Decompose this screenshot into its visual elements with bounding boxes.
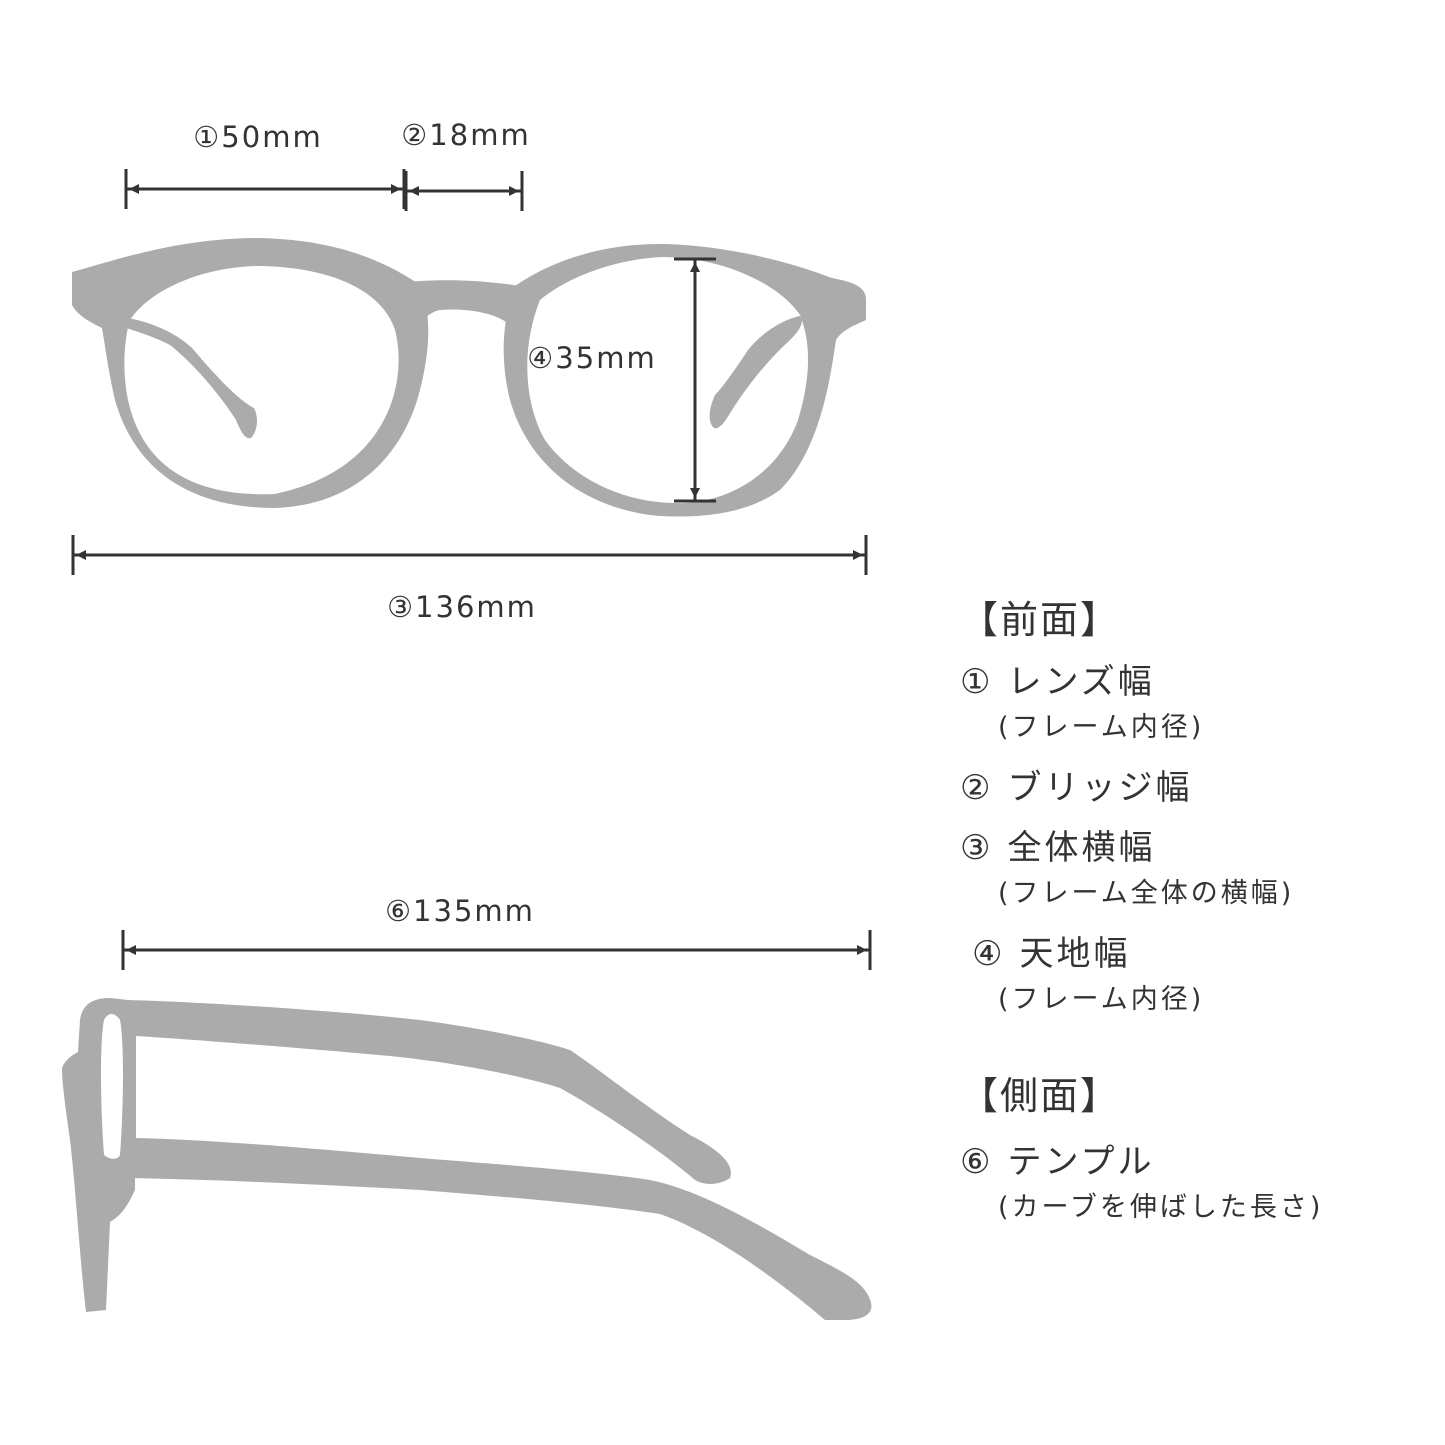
item-note: (フレーム内径) (998, 712, 1205, 743)
side-front-rim (62, 998, 136, 1312)
bridge-width-dim-arrow-end (509, 186, 519, 196)
temple-length-label: ⑥135mm (385, 894, 535, 928)
temple-length-dim-arrow-start (126, 945, 136, 955)
left-temple-inner (120, 318, 258, 439)
item-label: テンプル (1007, 1142, 1155, 1182)
legend-item-lens-height: ④ 天地幅 (フレーム内径) (960, 928, 1430, 1020)
temple-length-dim-arrow-end (857, 945, 867, 955)
lens-width-dim-arrow-start (129, 184, 139, 194)
side-section: 【側面】 ⑥ テンプル (カーブを伸ばした長さ) (960, 1066, 1430, 1228)
left-rim (72, 238, 429, 508)
front-view-glasses (72, 238, 866, 517)
item-note: (フレーム内径) (998, 984, 1205, 1015)
lens-height-dim-arrow-start (690, 262, 700, 272)
item-label: レンズ幅 (1007, 662, 1155, 702)
item-number: ③ (960, 828, 994, 868)
legend: 【前面】 ① レンズ幅 (フレーム内径) ② ブリッジ幅 ③ 全体横幅 (フレーム全体… (960, 590, 1430, 1228)
item-label: 全体横幅 (1007, 828, 1156, 868)
right-rim (503, 243, 866, 517)
lens-height-dim-arrow-end (690, 488, 700, 498)
legend-item-total-width: ③ 全体横幅 (フレーム全体の横幅) (960, 822, 1430, 914)
total-width-dim-arrow-end (853, 550, 863, 560)
item-label: ブリッジ幅 (1007, 768, 1193, 808)
lens-width-label: ①50mm (193, 120, 322, 154)
lens-height-label: ④35mm (527, 341, 656, 375)
right-temple-inner (709, 316, 802, 429)
item-number: ④ (972, 934, 1006, 974)
total-width-dim-arrow-start (76, 550, 86, 560)
item-note: (カーブを伸ばした長さ) (998, 1192, 1324, 1223)
lens-width-dim-arrow-end (391, 184, 401, 194)
front-section-title: 【前面】 (960, 598, 1121, 642)
side-section-title: 【側面】 (960, 1074, 1121, 1118)
total-width-label: ③136mm (387, 590, 537, 624)
bridge (405, 280, 520, 325)
item-number: ② (960, 768, 994, 808)
bridge-width-label: ②18mm (401, 118, 530, 152)
item-number: ⑥ (960, 1142, 994, 1182)
legend-item-lens-width: ① レンズ幅 (フレーム内径) (960, 656, 1430, 748)
legend-item-bridge-width: ② ブリッジ幅 (960, 762, 1430, 814)
item-number: ① (960, 662, 994, 702)
dimension-lines (71, 169, 872, 970)
side-view-glasses (62, 998, 872, 1320)
side-temple-arm (128, 1000, 872, 1320)
front-section: 【前面】 ① レンズ幅 (フレーム内径) ② ブリッジ幅 ③ 全体横幅 (フレーム全体… (960, 590, 1430, 1020)
item-note: (フレーム全体の横幅) (998, 878, 1295, 909)
legend-item-temple: ⑥ テンプル (カーブを伸ばした長さ) (960, 1136, 1430, 1228)
bridge-width-dim-arrow-start (409, 186, 419, 196)
item-label: 天地幅 (1019, 934, 1131, 974)
